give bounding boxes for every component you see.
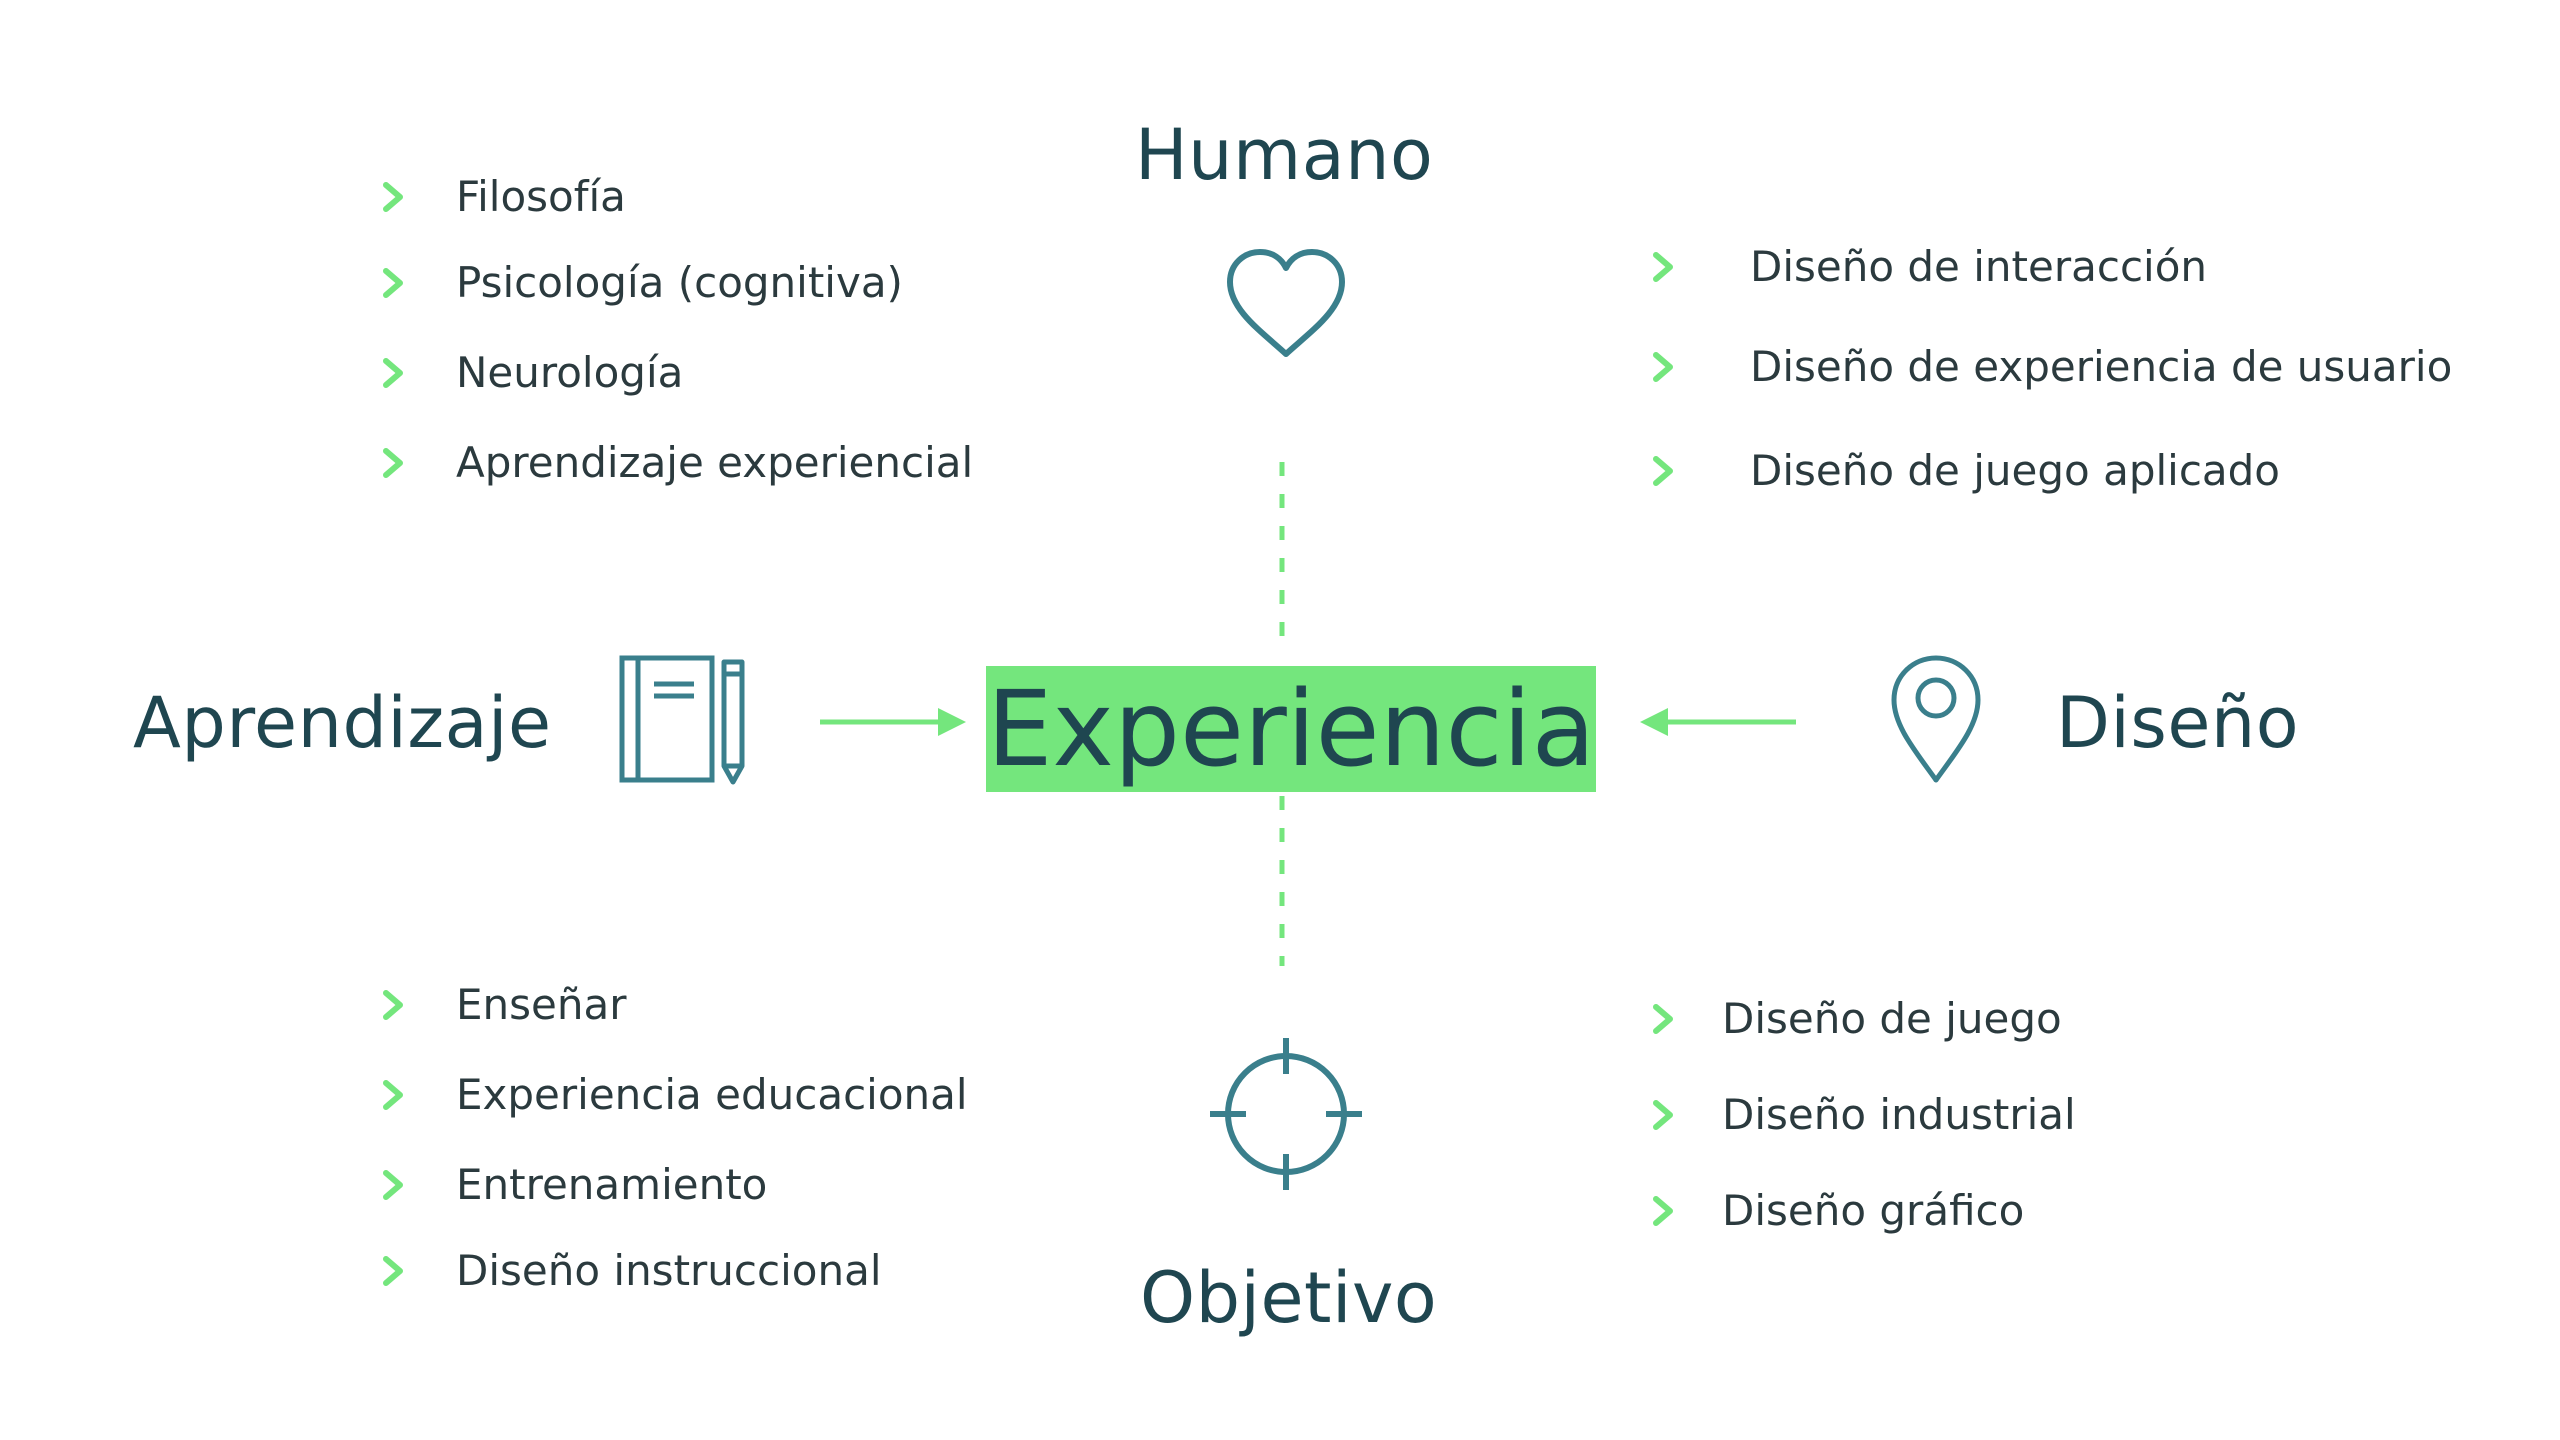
heading-diseno: Diseño [2056, 682, 2300, 764]
chevron-right-icon [1653, 352, 1673, 382]
chevron-right-icon [383, 358, 403, 388]
chevron-right-icon [1653, 1100, 1673, 1130]
list-item: Diseño gráfico [1650, 1190, 2024, 1232]
list-item-label: Enseñar [456, 980, 627, 1029]
list-item: Diseño industrial [1650, 1094, 2076, 1136]
list-item: Aprendizaje experiencial [380, 442, 973, 484]
notebook-pencil-icon [619, 655, 745, 785]
list-item-label: Filosofía [456, 172, 626, 221]
heading-humano: Humano [1135, 114, 1434, 196]
chevron-right-icon [1653, 252, 1673, 282]
chevron-right-icon [383, 990, 403, 1020]
list-item: Diseño de juego [1650, 998, 2062, 1040]
list-item-label: Diseño de interacción [1750, 242, 2208, 291]
chevron-right-icon [383, 1080, 403, 1110]
heart-icon [1227, 249, 1345, 357]
list-item-label: Diseño de experiencia de usuario [1750, 342, 2453, 391]
crosshair-target-icon [1210, 1038, 1362, 1190]
list-item: Enseñar [380, 984, 627, 1026]
center-experiencia-box: Experiencia [986, 666, 1596, 792]
chevron-right-icon [383, 182, 403, 212]
list-item: Diseño de interacción [1650, 246, 2207, 288]
list-item-label: Neurología [456, 348, 684, 397]
chevron-right-icon [383, 448, 403, 478]
list-item: Filosofía [380, 176, 626, 218]
list-item-label: Diseño gráfico [1722, 1186, 2025, 1235]
list-item-label: Psicología (cognitiva) [456, 258, 903, 307]
list-item-label: Experiencia educacional [456, 1070, 968, 1119]
chevron-right-icon [383, 1256, 403, 1286]
list-item-label: Diseño de juego aplicado [1750, 446, 2281, 495]
list-item-label: Diseño instruccional [456, 1246, 882, 1295]
list-item: Diseño de juego aplicado [1650, 450, 2280, 492]
list-item: Entrenamiento [380, 1164, 767, 1206]
center-experiencia-label: Experiencia [986, 668, 1596, 790]
list-item: Neurología [380, 352, 683, 394]
list-item: Diseño instruccional [380, 1250, 882, 1292]
chevron-right-icon [383, 268, 403, 298]
list-item-label: Diseño industrial [1722, 1090, 2076, 1139]
connector-top-dashed [1279, 462, 1285, 642]
list-item-label: Diseño de juego [1722, 994, 2062, 1043]
chevron-right-icon [383, 1170, 403, 1200]
list-item: Diseño de experiencia de usuario [1650, 346, 2452, 388]
arrow-left-to-center [820, 708, 966, 736]
heading-objetivo: Objetivo [1140, 1257, 1438, 1339]
list-item-label: Aprendizaje experiencial [456, 438, 974, 487]
connector-bottom-dashed [1279, 796, 1285, 966]
list-item: Psicología (cognitiva) [380, 262, 903, 304]
heading-aprendizaje: Aprendizaje [133, 682, 552, 764]
map-pin-icon [1891, 655, 1981, 783]
chevron-right-icon [1653, 1196, 1673, 1226]
chevron-right-icon [1653, 1004, 1673, 1034]
arrow-right-to-center [1640, 708, 1796, 736]
chevron-right-icon [1653, 456, 1673, 486]
list-item: Experiencia educacional [380, 1074, 968, 1116]
list-item-label: Entrenamiento [456, 1160, 768, 1209]
